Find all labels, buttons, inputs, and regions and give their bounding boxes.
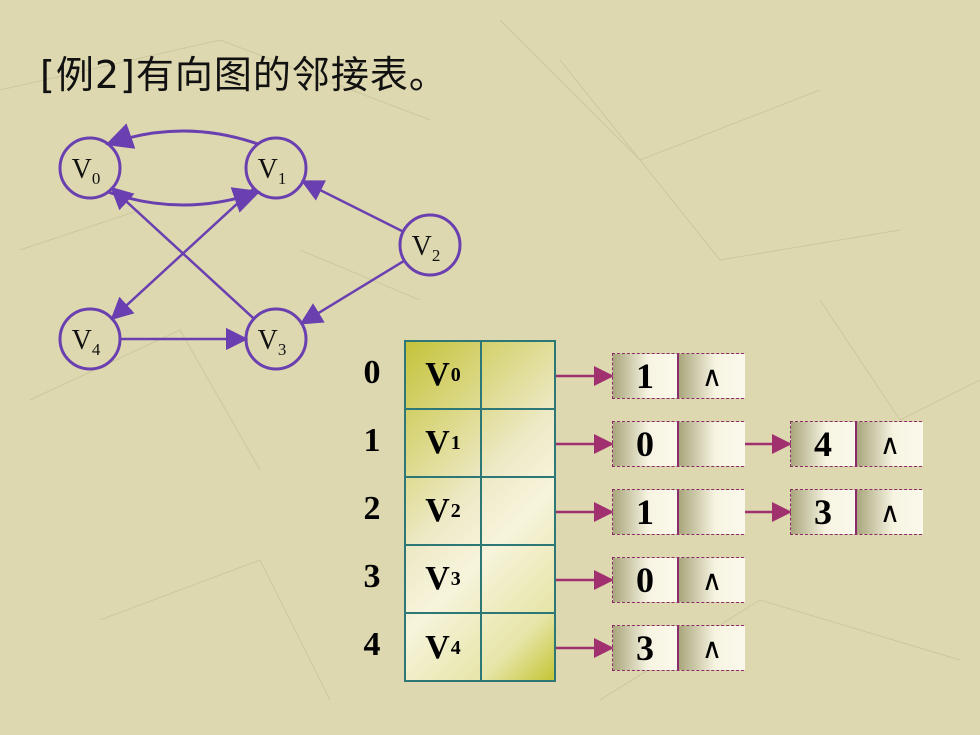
vertex-V4: V4 <box>58 307 122 371</box>
vertex-V2: V2 <box>398 213 462 277</box>
adjvex-cell: 0 <box>613 422 679 466</box>
vertex-label-V1: V1 <box>258 154 287 188</box>
adjvex-cell: 1 <box>613 354 679 398</box>
graph-edges <box>105 123 406 351</box>
vertex-label-V2: V2 <box>412 231 441 265</box>
edge-node: 1 <box>612 489 745 535</box>
edge-node: 1∧ <box>612 353 745 399</box>
edge-V2-V3 <box>299 259 406 325</box>
edge-V1-V0 <box>105 123 259 149</box>
row-index: 4 <box>363 626 381 663</box>
vertex-label-V3: V3 <box>258 325 287 359</box>
row-index: 2 <box>363 490 381 527</box>
next-pointer-cell: ∧ <box>679 626 745 670</box>
next-pointer-cell: ∧ <box>857 490 923 534</box>
row-index: 3 <box>363 558 381 595</box>
next-pointer-cell: ∧ <box>679 558 745 602</box>
next-pointer-cell: ∧ <box>679 354 745 398</box>
adjvex-cell: 3 <box>791 490 857 534</box>
adjvex-cell: 3 <box>613 626 679 670</box>
page-title: [例2]有向图的邻接表。 <box>40 53 448 97</box>
edge-node: 4∧ <box>790 421 923 467</box>
adjvex-cell: 1 <box>613 490 679 534</box>
edge-node: 0∧ <box>612 557 745 603</box>
vertex-V3: V3 <box>244 307 308 371</box>
row-index: 1 <box>363 422 381 459</box>
vertex-label-V0: V0 <box>72 154 101 188</box>
edge-node: 0 <box>612 421 745 467</box>
edge-node: 3∧ <box>790 489 923 535</box>
vertex-label-V4: V4 <box>72 325 101 359</box>
edge-V2-V1 <box>300 180 404 233</box>
edge-V3-V0 <box>110 186 255 320</box>
row-index: 0 <box>363 354 381 391</box>
vertex-V1: V1 <box>244 136 308 200</box>
next-pointer-cell <box>679 422 745 466</box>
edge-V0-V1 <box>107 187 261 213</box>
vertex-V0: V0 <box>58 136 122 200</box>
adjvex-cell: 4 <box>791 422 857 466</box>
edge-node: 3∧ <box>612 625 745 671</box>
next-pointer-cell: ∧ <box>857 422 923 466</box>
next-pointer-cell <box>679 490 745 534</box>
adjvex-cell: 0 <box>613 558 679 602</box>
